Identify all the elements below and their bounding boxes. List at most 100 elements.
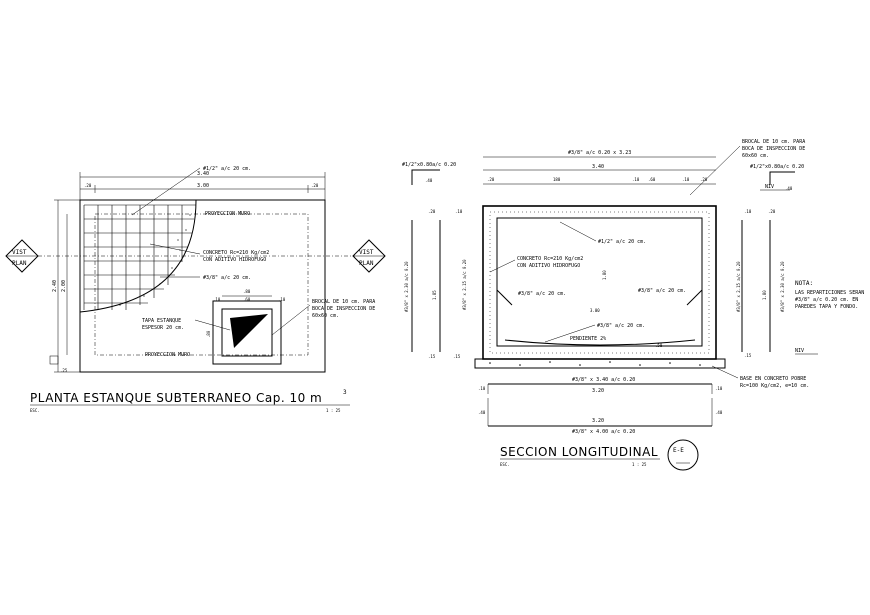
plan-inspection-box-outer (212, 300, 282, 365)
section-dim-180: 180 (553, 177, 561, 182)
section-dim-10-base: .10 (478, 386, 486, 391)
plan-marker-right-top: VIST (359, 249, 374, 256)
plan-scale-right: 1 : 25 (326, 408, 341, 413)
section-dim-20-left: .20 (428, 209, 436, 214)
section-rebar-inner-bottom: #3/8" a/c 20 cm. (597, 323, 645, 329)
plan-concrete-1: CONCRETO Rc=210 Kg/cm2 (203, 250, 269, 256)
section-floor-curve (504, 339, 696, 346)
section-inner-walls (496, 217, 703, 347)
plan-wall-projection (94, 213, 309, 356)
plan-dim-inner: 3.00 (197, 183, 209, 189)
plan-projection-bottom: PROYECCION MURO (145, 352, 190, 358)
plan-box-dim-10b: .10 (278, 297, 286, 302)
plan-dim-small: .25 (60, 368, 68, 373)
plan-box-dim-60: .60 (243, 297, 251, 302)
plan-cover-2: ESPESOR 20 cm. (142, 325, 184, 331)
section-dim-15-left: .15 (428, 354, 436, 359)
section-niv-top: NIV (765, 184, 774, 190)
plan-break-curve (79, 199, 197, 313)
section-dim-185: 1.85 (432, 290, 437, 300)
section-view: #3/8" a/c 0.20 x 3.23 3.40 .20 180 .10 .… (402, 139, 864, 471)
plan-projection-top: PROYECCION MURO (205, 211, 250, 217)
section-right-hook (769, 171, 795, 185)
section-dim-base-b: 3.20 (592, 418, 604, 424)
section-dim-40-left: .40 (425, 178, 433, 183)
plan-concrete-2: CON ADITIVO HIDROFUGO (203, 257, 266, 263)
plan-title: PLANTA ESTANQUE SUBTERRANEO Cap. 10 m (30, 391, 322, 405)
section-dim-inner: 3.00 (590, 308, 600, 313)
section-rebar-vert-left2: #3/8" x 2.15 a/c 0.20 (462, 259, 467, 310)
section-dim-40-right: .40 (785, 186, 793, 191)
plan-view-marker-left: VIST PLAN (5, 239, 39, 273)
plan-marker-left-top: VIST (12, 249, 27, 256)
section-nota-title: NOTA: (795, 280, 813, 287)
section-dim-60: .60 (648, 177, 656, 182)
section-slope: PENDIENTE 2% (570, 336, 606, 342)
section-rebar-base-1: #3/8" x 3.40 a/c 0.20 (572, 377, 635, 383)
plan-dim-height-outer: 2.40 (52, 280, 58, 292)
section-title: SECCION LONGITUDINAL (500, 445, 658, 459)
plan-scale-left: ESC. (30, 408, 40, 413)
section-concrete-2: CON ADITIVO HIDROFUGO (517, 263, 580, 269)
plan-marker-left-bottom: PLAN (12, 260, 27, 267)
section-rebar-inner-left: #3/8" a/c 20 cm. (518, 291, 566, 297)
section-nota-1: LAS REPARTICIONES SERAN (795, 290, 864, 296)
section-left-hook (411, 169, 440, 185)
plan-box-dim-10a: .10 (213, 297, 221, 302)
section-rebar-base-2: #3/8" x 4.00 a/c 0.20 (572, 429, 635, 435)
section-dim-20-right: .20 (768, 209, 776, 214)
section-rebar-inner-right: #3/8" a/c 20 cm. (638, 288, 686, 294)
section-dim-10-right: .10 (744, 209, 752, 214)
plan-cover-1: TAPA ESTANQUE (142, 318, 181, 324)
section-dim-overall: 3.40 (592, 164, 604, 170)
section-concrete-1: CONCRETO Rc=210 Kg/cm2 (517, 256, 583, 262)
section-nota-3: PAREDES TAPA Y FONDO. (795, 304, 858, 310)
plan-rebar-grid (83, 204, 196, 310)
section-dim-20b: .20 (700, 177, 708, 182)
plan-dim-edge-right: .20 (311, 183, 319, 188)
section-base-2: Rc=100 Kg/cm2, e=10 cm. (740, 383, 809, 389)
section-rebar-left-top: #1/2"x0.80a/c 0.20 (402, 162, 456, 168)
section-dim-15-left2: .15 (453, 354, 461, 359)
section-base-1: BASE EN CONCRETO POBRE (740, 376, 806, 382)
section-dim-10b: .10 (682, 177, 690, 182)
plan-dim-edge-left: .20 (84, 183, 92, 188)
section-dim-10-base-r: .10 (715, 386, 723, 391)
plan-view-marker-right: VIST PLAN (352, 239, 386, 273)
section-rebar-cage (489, 211, 710, 354)
section-rebar-vert-left: #3/8" x 2.30 a/c 0.20 (404, 261, 409, 312)
section-rebar-vert-right2: #3/8" x 2.30 a/c 0.20 (780, 261, 785, 312)
section-dim-50: .50 (655, 343, 663, 348)
section-dim-40-base: .40 (478, 410, 486, 415)
plan-box-dim-80: .80 (243, 289, 251, 294)
section-dim-10a: .10 (632, 177, 640, 182)
plan-brocal-2: BOCA DE INSPECCION DE (312, 306, 375, 312)
section-rebar-top: #3/8" a/c 0.20 x 3.23 (568, 150, 631, 156)
section-nota-2: #3/8" a/c 0.20 cm. EN (795, 297, 858, 303)
section-dim-20a: .20 (487, 177, 495, 182)
section-brocal-3: 60x60 cm. (742, 153, 769, 159)
section-brocal-2: BOCA DE INSPECCION DE (742, 146, 805, 152)
plan-marker-right-bottom: PLAN (359, 260, 374, 267)
plan-dim-height-inner: 2.00 (61, 280, 67, 292)
section-marker: E-E (667, 439, 699, 471)
plan-brocal-1: BROCAL DE 10 cm. PARA (312, 299, 375, 305)
section-scale-right: 1 : 25 (632, 462, 647, 467)
section-niv-bottom: NIV (795, 348, 804, 354)
plan-inspection-box-inner (221, 308, 273, 357)
section-rebar-right-top: #1/2"x0.80a/c 0.20 (750, 164, 804, 170)
section-scale-left: ESC. (500, 462, 510, 467)
section-rebar-vert-right: #3/8" x 2.15 a/c 0.20 (736, 261, 741, 312)
plan-rebar-mid: #3/8" a/c 20 cm. (203, 275, 251, 281)
section-base-hatch (489, 361, 701, 366)
section-dim-40-base-r: .40 (715, 410, 723, 415)
plan-view: 3.40 3.00 .20 .20 2.40 2.00 .25 .80 .10 … (5, 166, 386, 413)
plan-box-dim-side: .80 (206, 330, 211, 338)
section-marker-label: E-E (673, 447, 684, 454)
section-dim-10-left: .10 (455, 209, 463, 214)
section-brocal-1: BROCAL DE 10 cm. PARA (742, 139, 805, 145)
plan-brocal-3: 60x60 cm. (312, 313, 339, 319)
plan-hatch (119, 214, 191, 306)
plan-cover-symbol (230, 314, 268, 348)
